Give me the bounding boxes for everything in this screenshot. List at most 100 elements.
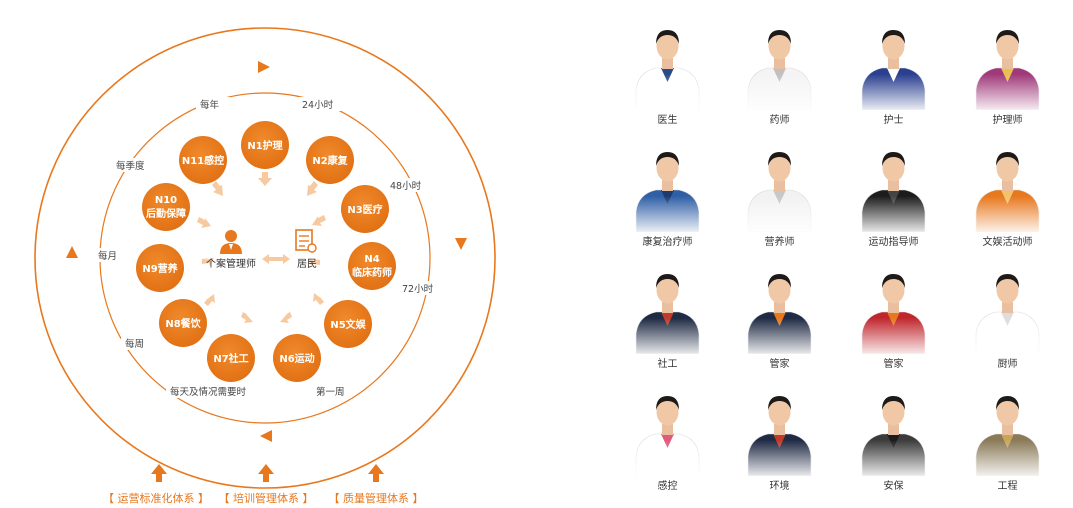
outer-ring-arrow-left bbox=[66, 246, 78, 258]
svg-text:N10: N10 bbox=[155, 195, 177, 206]
staff-card: 感控 bbox=[620, 386, 715, 496]
staff-portrait bbox=[856, 264, 931, 354]
staff-portrait bbox=[742, 264, 817, 354]
ring-label-24h: 24小时 bbox=[302, 99, 334, 111]
outer-ring-arrow-bottom bbox=[260, 430, 272, 442]
arrow-n5 bbox=[313, 293, 324, 305]
svg-text:N3医疗: N3医疗 bbox=[347, 203, 382, 216]
staff-title: 营养师 bbox=[764, 237, 795, 248]
outer-cycle-ring bbox=[34, 27, 496, 489]
staff-team-grid: 医生药师护士护理师康复治疗师营养师运动指导师文娱活动师社工管家管家厨师感控环境安… bbox=[620, 20, 1060, 505]
ring-labels: 每年 24小时 每季度 48小时 每月 72小时 每周 每天及情况需要时 第一周 bbox=[94, 97, 438, 398]
staff-title: 工程 bbox=[997, 481, 1018, 492]
svg-text:N4: N4 bbox=[364, 254, 379, 265]
staff-portrait bbox=[856, 142, 931, 232]
staff-portrait bbox=[742, 20, 817, 110]
case-manager-label: 个案管理师 bbox=[206, 257, 256, 270]
staff-title: 安保 bbox=[883, 481, 904, 492]
staff-card: 护士 bbox=[846, 20, 941, 130]
node-n9: N9营养 bbox=[136, 244, 184, 292]
staff-portrait bbox=[970, 20, 1045, 110]
node-n11: N11感控 bbox=[179, 136, 227, 184]
staff-title: 文娱活动师 bbox=[982, 237, 1033, 248]
support-arrows bbox=[151, 464, 384, 482]
up-arrow-icon-2 bbox=[258, 464, 274, 482]
node-n10: N10 后勤保障 bbox=[142, 183, 190, 231]
staff-card: 管家 bbox=[732, 264, 827, 374]
staff-title: 运动指导师 bbox=[868, 237, 919, 248]
ring-label-quarterly: 每季度 bbox=[116, 160, 145, 172]
staff-card: 文娱活动师 bbox=[960, 142, 1055, 252]
staff-title: 管家 bbox=[769, 359, 790, 370]
staff-title: 环境 bbox=[769, 481, 790, 492]
staff-card: 社工 bbox=[620, 264, 715, 374]
arrow-n2 bbox=[307, 181, 318, 196]
arrow-n1 bbox=[258, 172, 272, 186]
staff-title: 康复治疗师 bbox=[642, 237, 693, 248]
node-n1: N1护理 bbox=[241, 121, 289, 169]
arrow-n10 bbox=[197, 217, 211, 228]
ring-label-daily: 每天及情况需要时 bbox=[170, 386, 247, 398]
staff-portrait bbox=[970, 264, 1045, 354]
staff-card: 管家 bbox=[846, 264, 941, 374]
staff-portrait bbox=[630, 386, 705, 476]
staff-title: 社工 bbox=[657, 359, 678, 370]
staff-title: 药师 bbox=[769, 115, 790, 126]
staff-card: 医生 bbox=[620, 20, 715, 130]
svg-text:N2康复: N2康复 bbox=[312, 154, 348, 167]
staff-title: 感控 bbox=[657, 481, 678, 492]
inward-arrows bbox=[197, 172, 326, 323]
system-operations-label: 【 运营标准化体系 】 bbox=[103, 491, 209, 505]
exchange-arrow-icon bbox=[262, 254, 290, 264]
staff-card: 安保 bbox=[846, 386, 941, 496]
node-n4: N4 临床药师 bbox=[348, 242, 396, 290]
node-n8: N8餐饮 bbox=[159, 299, 207, 347]
staff-portrait bbox=[970, 386, 1045, 476]
svg-text:N9营养: N9营养 bbox=[142, 262, 178, 275]
staff-title: 医生 bbox=[657, 115, 678, 126]
staff-card: 运动指导师 bbox=[846, 142, 941, 252]
arrow-n6 bbox=[280, 312, 292, 323]
staff-card: 康复治疗师 bbox=[620, 142, 715, 252]
staff-title: 管家 bbox=[883, 359, 904, 370]
svg-text:N6运动: N6运动 bbox=[279, 352, 314, 365]
node-n7: N7社工 bbox=[207, 334, 255, 382]
arrow-n11 bbox=[212, 181, 223, 196]
system-quality-label: 【 质量管理体系 】 bbox=[329, 491, 424, 505]
svg-text:N7社工: N7社工 bbox=[213, 352, 248, 365]
staff-card: 工程 bbox=[960, 386, 1055, 496]
arrow-n4 bbox=[308, 259, 320, 267]
staff-portrait bbox=[742, 142, 817, 232]
staff-title: 护理师 bbox=[992, 115, 1023, 126]
svg-text:临床药师: 临床药师 bbox=[352, 266, 392, 279]
resident-label: 居民 bbox=[297, 258, 317, 270]
node-n2: N2康复 bbox=[306, 136, 354, 184]
svg-text:N5文娱: N5文娱 bbox=[330, 318, 366, 331]
clipboard-icon bbox=[295, 229, 317, 253]
staff-card: 护理师 bbox=[960, 20, 1055, 130]
outer-ring-arrow-right bbox=[455, 238, 467, 250]
arrow-n3 bbox=[312, 215, 326, 226]
arrow-n8 bbox=[204, 294, 215, 306]
arrow-n9 bbox=[202, 258, 214, 266]
svg-text:N11感控: N11感控 bbox=[182, 154, 224, 167]
care-cycle-diagram: 每年 24小时 每季度 48小时 每月 72小时 每周 每天及情况需要时 第一周 bbox=[34, 27, 496, 505]
staff-portrait bbox=[970, 142, 1045, 232]
node-n5: N5文娱 bbox=[324, 300, 372, 348]
svg-text:N1护理: N1护理 bbox=[247, 139, 282, 152]
staff-card: 药师 bbox=[732, 20, 827, 130]
outer-ring-arrow-top bbox=[258, 61, 270, 73]
svg-text:N8餐饮: N8餐饮 bbox=[165, 317, 201, 330]
ring-label-monthly: 每月 bbox=[98, 250, 117, 262]
staff-portrait bbox=[630, 20, 705, 110]
staff-portrait bbox=[630, 142, 705, 232]
up-arrow-icon-1 bbox=[151, 464, 167, 482]
person-icon bbox=[220, 230, 242, 254]
staff-portrait bbox=[856, 386, 931, 476]
staff-portrait bbox=[630, 264, 705, 354]
staff-title: 护士 bbox=[883, 115, 904, 126]
node-n6: N6运动 bbox=[273, 334, 321, 382]
ring-label-weekly: 每周 bbox=[125, 338, 144, 350]
arrow-n7 bbox=[241, 312, 253, 323]
system-training-label: 【 培训管理体系 】 bbox=[219, 491, 314, 505]
